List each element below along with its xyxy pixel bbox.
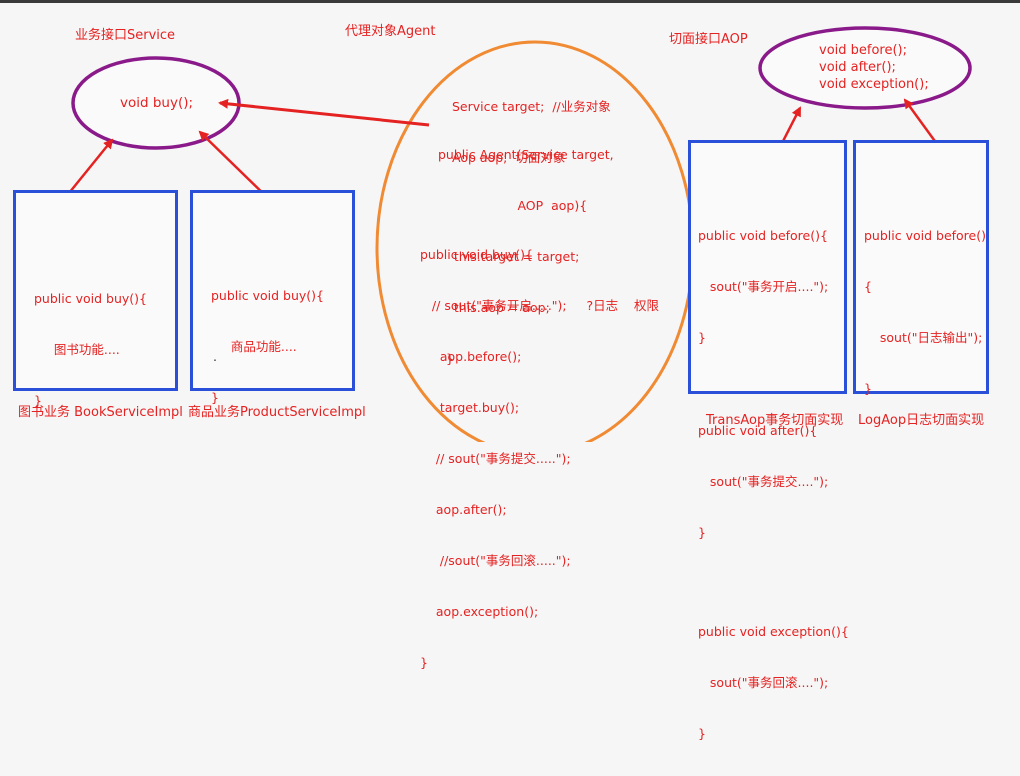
code-line: 图书功能....: [34, 342, 120, 357]
book-impl-title: 图书业务 BookServiceImpl: [18, 405, 183, 420]
product-code: public void buy(){ 商品功能.... }: [211, 253, 324, 440]
service-interface-title: 业务接口Service: [75, 28, 176, 43]
code-line: 商品功能....: [211, 339, 297, 354]
agent-title: 代理对象Agent: [345, 24, 436, 39]
arrow-book-to-service: [64, 138, 114, 199]
code-line: //sout("事务回滚.....");: [420, 553, 571, 568]
service-method-text: void buy();: [120, 95, 194, 111]
code-line: aop.after();: [420, 502, 507, 517]
code-line: // sout("事务提交.....");: [420, 451, 571, 466]
aop-method-after: void after();: [819, 60, 896, 75]
log-code: public void before() { sout("日志输出"); }: [864, 193, 986, 431]
trans-aop-title: TransAop事务切面实现: [706, 413, 844, 428]
code-line: }: [698, 726, 706, 741]
agent-fields: Service target; //业务对象 Aop aop; 切面对象: [452, 64, 611, 183]
code-line: [698, 380, 849, 388]
service-ellipse: [71, 56, 241, 150]
code-line: Service target; //业务对象: [452, 99, 611, 114]
agent-buy-method: public void buy(){ // sout("事务开启.....");…: [420, 212, 659, 688]
code-line: public void buy(){: [211, 288, 324, 303]
code-line: {: [864, 279, 872, 294]
code-line: this.aop = aop;: [438, 300, 550, 315]
product-service-box: public void buy(){ 商品功能.... } .: [190, 190, 355, 405]
log-aop-title: LogAop日志切面实现: [858, 413, 985, 428]
code-line: Aop aop; 切面对象: [452, 150, 566, 165]
code-line: }: [698, 525, 706, 540]
aop-methods: void before(); void after(); void except…: [819, 42, 929, 93]
product-impl-title: 商品业务ProductServiceImpl: [188, 405, 366, 420]
code-line: public void before(){: [698, 228, 828, 243]
code-line: }: [420, 655, 428, 670]
code-line: public void buy(){: [420, 247, 533, 262]
code-line: [698, 575, 849, 589]
aop-method-before: void before();: [819, 43, 908, 58]
code-line: sout("事务开启....");: [698, 279, 829, 294]
diagram-shapes: [64, 26, 972, 442]
code-line: public void after(){: [698, 423, 818, 438]
code-line: }: [34, 393, 42, 408]
book-code: public void buy(){ 图书功能.... }: [34, 256, 147, 443]
code-line: sout("事务提交....");: [698, 474, 829, 489]
log-aop-box: public void before() { sout("日志输出"); }: [853, 140, 989, 396]
aop-interface-title: 切面接口AOP: [669, 32, 748, 47]
code-line: aop.exception();: [420, 604, 539, 619]
arrow-agent-to-service: [218, 98, 430, 127]
trans-code: public void before(){ sout("事务开启...."); …: [698, 193, 849, 776]
code-line: }: [211, 390, 219, 405]
code-line: this.target = target;: [438, 249, 580, 264]
aop-ellipse: [758, 26, 972, 110]
product-dot: .: [213, 349, 217, 364]
code-line: }: [864, 381, 872, 396]
code-line: public Agent(Service target,: [438, 147, 614, 162]
code-line: sout("日志输出");: [864, 330, 983, 345]
code-line: }: [438, 351, 454, 366]
code-line: target.buy();: [420, 400, 520, 415]
agent-constructor: public Agent(Service target, AOP aop){ t…: [438, 112, 614, 384]
aop-method-exception: void exception();: [819, 77, 929, 92]
code-line: public void exception(){: [698, 624, 849, 639]
code-line: sout("事务回滚....");: [698, 675, 829, 690]
code-line: AOP aop){: [438, 198, 588, 213]
code-line: // sout("事务开启....."); ?日志 权限: [420, 298, 660, 313]
book-service-box: public void buy(){ 图书功能.... }: [13, 190, 178, 408]
trans-aop-box: public void before(){ sout("事务开启...."); …: [688, 140, 849, 741]
code-line: public void buy(){: [34, 291, 147, 306]
code-line: aop.before();: [420, 349, 522, 364]
top-border: [0, 0, 1020, 3]
code-line: public void before(): [864, 228, 986, 243]
code-line: }: [698, 330, 706, 345]
